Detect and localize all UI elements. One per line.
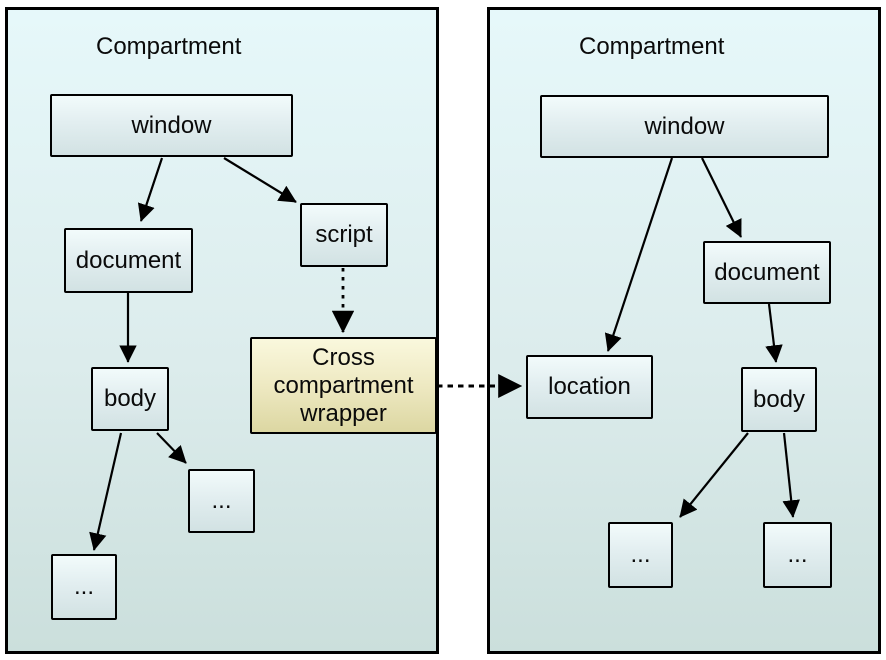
left-script-label: script bbox=[315, 221, 373, 248]
left-script-node: script bbox=[300, 203, 388, 267]
right-body-node: body bbox=[741, 367, 817, 432]
right-body-label: body bbox=[752, 385, 806, 413]
right-ellipsis-node-1: ... bbox=[608, 522, 673, 588]
left-compartment-title: Compartment bbox=[96, 33, 242, 60]
right-ellipsis-label-1: ... bbox=[630, 541, 651, 568]
left-document-node: document bbox=[64, 228, 193, 293]
right-compartment-title: Compartment bbox=[579, 33, 725, 60]
right-document-node: document bbox=[703, 241, 831, 304]
right-location-node: location bbox=[526, 355, 653, 419]
right-document-label: document bbox=[714, 258, 820, 286]
right-ellipsis-label-2: ... bbox=[787, 541, 808, 568]
left-window-label: window bbox=[131, 111, 212, 139]
left-document-label: document bbox=[75, 246, 182, 274]
right-window-label: window bbox=[644, 112, 725, 140]
right-ellipsis-node-2: ... bbox=[763, 522, 832, 588]
right-window-node: window bbox=[540, 95, 829, 158]
right-location-label: location bbox=[548, 373, 631, 400]
left-body-label: body bbox=[103, 385, 157, 412]
cross-compartment-wrapper-label: Cross compartment wrapper bbox=[273, 343, 414, 427]
left-ellipsis-node-1: ... bbox=[188, 469, 255, 533]
left-ellipsis-label-2: ... bbox=[73, 573, 94, 600]
left-ellipsis-node-2: ... bbox=[51, 554, 117, 620]
cross-compartment-wrapper-node: Cross compartment wrapper bbox=[250, 337, 437, 434]
left-window-node: window bbox=[50, 94, 293, 157]
left-body-node: body bbox=[91, 367, 169, 431]
left-ellipsis-label-1: ... bbox=[211, 487, 232, 514]
